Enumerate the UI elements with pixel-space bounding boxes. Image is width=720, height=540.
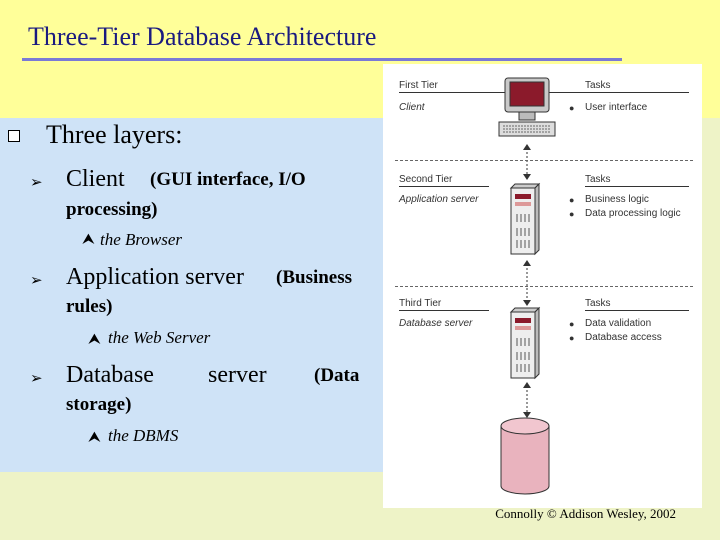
arrow-bullet-icon: ➢ (30, 273, 43, 289)
item-database-detail: (Data (314, 365, 360, 386)
item-client: Client (66, 166, 125, 192)
tier-label: Third Tier (399, 298, 442, 309)
caret-bullet-icon: ⮝ (82, 232, 95, 248)
tasks-header: Tasks (585, 298, 611, 309)
task-item: User interface (585, 102, 648, 113)
item-client-detail-wrap: processing) (66, 199, 158, 220)
database-server-icon (509, 306, 541, 380)
task-bullet-icon: ● (569, 319, 575, 329)
item-database-detail-wrap: storage) (66, 394, 132, 415)
tier-rule (399, 92, 599, 93)
tasks-rule (585, 186, 689, 187)
tasks-header: Tasks (585, 174, 611, 185)
arrow-bullet-icon: ➢ (30, 175, 43, 191)
item-app-server: Application server (66, 264, 244, 290)
tasks-header: Tasks (585, 80, 611, 91)
item-database-server: server (208, 362, 267, 388)
item-app-server-sub: the Web Server (108, 328, 211, 347)
title-underline (22, 58, 622, 61)
item-database-sub: the DBMS (108, 426, 179, 445)
item-database: Database (66, 362, 154, 388)
tier-rule (399, 310, 489, 311)
task-item: Data processing logic (585, 208, 681, 219)
tier-label: First Tier (399, 80, 438, 91)
content-panel (0, 118, 384, 472)
tier-role: Client (399, 102, 425, 113)
tier-separator (395, 286, 693, 287)
heading-three-layers: Three layers: (46, 120, 183, 149)
task-bullet-icon: ● (569, 209, 575, 219)
client-computer-icon (498, 77, 556, 137)
task-item: Data validation (585, 318, 652, 329)
tier-role: Application server (399, 194, 479, 205)
tier-role: Database server (399, 318, 473, 329)
task-item: Database access (585, 332, 662, 343)
task-item: Business logic (585, 194, 649, 205)
caret-bullet-icon: ⮝ (88, 332, 101, 348)
three-tier-diagram: First Tier Client Tasks ● User interface… (383, 64, 702, 508)
item-client-sub: the Browser (100, 230, 183, 249)
square-bullet-icon (8, 130, 20, 142)
connection-arrow-icon (523, 260, 531, 306)
tier-separator (395, 160, 693, 161)
item-client-detail: (GUI interface, I/O (150, 169, 306, 190)
item-app-server-detail: (Business (276, 267, 353, 288)
task-bullet-icon: ● (569, 333, 575, 343)
tasks-rule (585, 310, 689, 311)
task-bullet-icon: ● (569, 195, 575, 205)
application-server-icon (509, 182, 541, 256)
database-cylinder-icon (500, 417, 550, 495)
caret-bullet-icon: ⮝ (88, 430, 101, 446)
task-bullet-icon: ● (569, 103, 575, 113)
slide-title: Three-Tier Database Architecture (28, 22, 377, 51)
tier-rule (399, 186, 489, 187)
connection-arrow-icon (523, 144, 531, 180)
tasks-rule (585, 92, 689, 93)
copyright-credit: Connolly © Addison Wesley, 2002 (495, 506, 676, 521)
item-app-server-detail-wrap: rules) (66, 296, 113, 317)
connection-arrow-icon (523, 382, 531, 418)
tier-label: Second Tier (399, 174, 453, 185)
arrow-bullet-icon: ➢ (30, 371, 43, 387)
